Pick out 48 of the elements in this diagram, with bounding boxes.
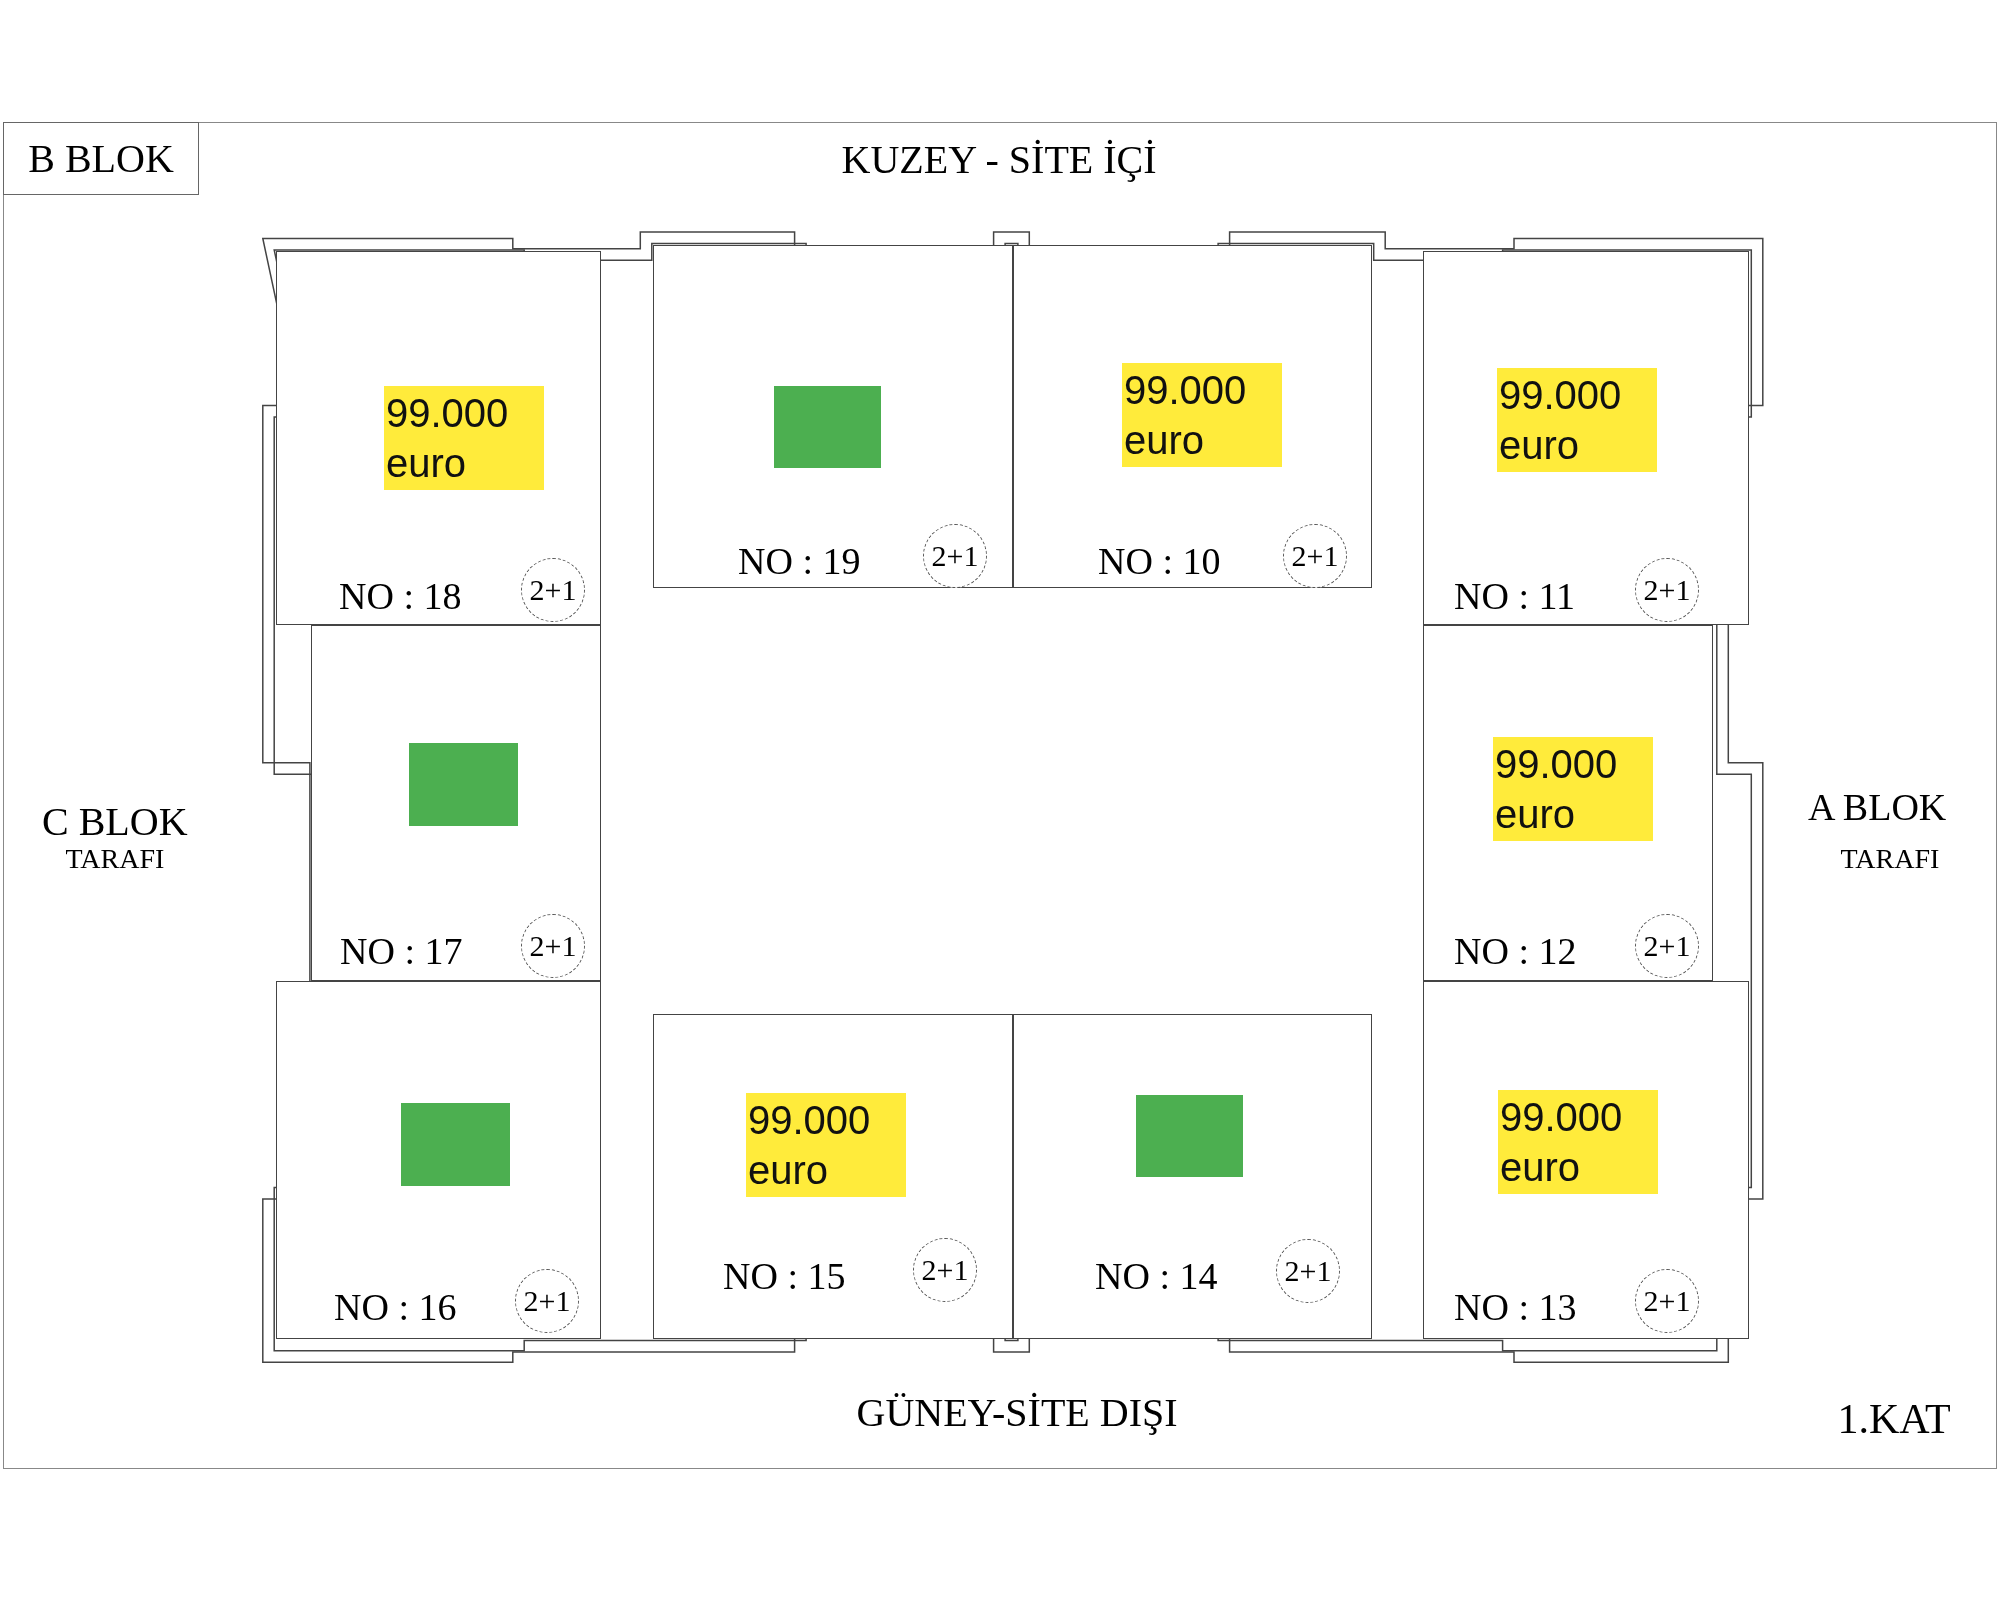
block-name-box: B BLOK (3, 122, 199, 195)
side-label: C BLOK (42, 802, 188, 842)
room-type-circle: 2+1 (515, 1269, 579, 1333)
apartment-unit (276, 981, 601, 1339)
unit-number: NO : 17 (340, 932, 463, 970)
floor-label: 1.KAT (1837, 1398, 1951, 1440)
room-type-circle: 2+1 (1635, 914, 1699, 978)
unit-number: NO : 11 (1454, 577, 1576, 615)
status-marker (409, 743, 518, 826)
side-label: A BLOK (1808, 788, 1947, 826)
price-tag: 99.000 euro (746, 1093, 906, 1197)
price-tag: 99.000 euro (1497, 368, 1657, 472)
apartment-unit (653, 245, 1013, 588)
price-tag: 99.000 euro (384, 386, 544, 490)
side-label: TARAFI (65, 845, 165, 873)
room-type-circle: 2+1 (1635, 1269, 1699, 1333)
room-type-circle: 2+1 (923, 524, 987, 588)
price-tag: 99.000 euro (1122, 363, 1282, 467)
apartment-unit (1013, 245, 1372, 588)
room-type-circle: 2+1 (521, 558, 585, 622)
room-type-circle: 2+1 (913, 1238, 977, 1302)
unit-number: NO : 15 (723, 1257, 846, 1295)
room-type-circle: 2+1 (1276, 1239, 1340, 1303)
unit-number: NO : 10 (1098, 542, 1221, 580)
apartment-unit (1013, 1014, 1372, 1339)
unit-number: NO : 13 (1454, 1288, 1577, 1326)
unit-number: NO : 18 (339, 577, 462, 615)
apartment-unit (1423, 981, 1749, 1339)
room-type-circle: 2+1 (1283, 524, 1347, 588)
price-tag: 99.000 euro (1498, 1090, 1658, 1194)
status-marker (1136, 1095, 1243, 1177)
unit-number: NO : 16 (334, 1288, 457, 1326)
unit-number: NO : 14 (1095, 1257, 1218, 1295)
apartment-unit (1423, 625, 1713, 981)
price-tag: 99.000 euro (1493, 737, 1653, 841)
apartment-unit (653, 1014, 1013, 1339)
room-type-circle: 2+1 (521, 914, 585, 978)
side-label: TARAFI (1840, 845, 1940, 873)
unit-number: NO : 12 (1454, 932, 1577, 970)
status-marker (774, 386, 881, 468)
room-type-circle: 2+1 (1635, 558, 1699, 622)
status-marker (401, 1103, 510, 1186)
direction-label: KUZEY - SİTE İÇİ (841, 140, 1157, 180)
direction-label: GÜNEY-SİTE DIŞI (856, 1393, 1178, 1433)
unit-number: NO : 19 (738, 542, 861, 580)
apartment-unit (1423, 251, 1749, 625)
apartment-unit (276, 251, 601, 625)
apartment-unit (311, 625, 601, 981)
